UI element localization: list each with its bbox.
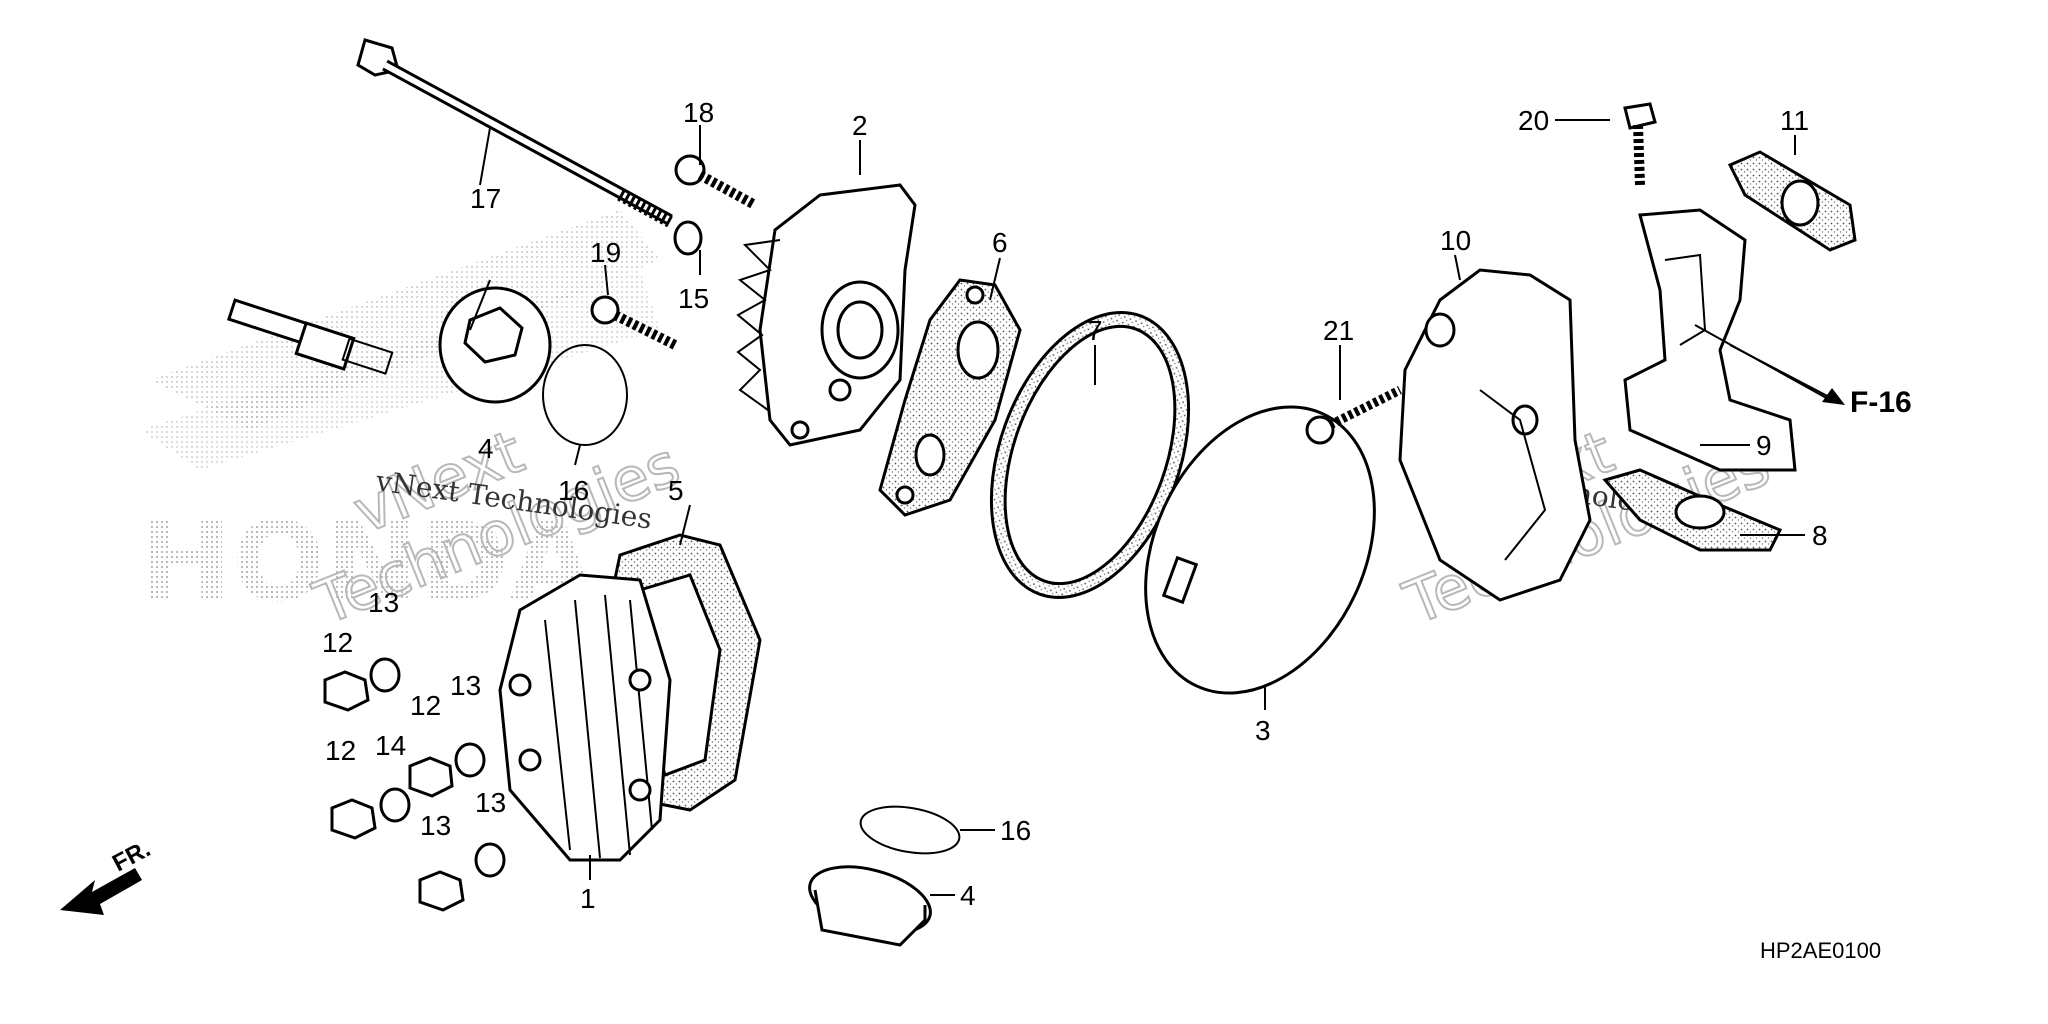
- diagram-code: HP2AE0100: [1760, 938, 1881, 963]
- callout-1[interactable]: 1: [580, 883, 596, 914]
- callout-17[interactable]: 17: [470, 183, 501, 214]
- callout-11[interactable]: 11: [1780, 105, 1809, 136]
- reference-arrow: [1729, 344, 1845, 405]
- callout-4-lower[interactable]: 4: [960, 880, 976, 911]
- part-18-bolt-upper[interactable]: [674, 154, 758, 210]
- callout-13-b[interactable]: 13: [450, 670, 481, 701]
- front-direction-indicator: FR.: [60, 835, 155, 915]
- callout-6[interactable]: 6: [992, 227, 1008, 258]
- callout-5[interactable]: 5: [668, 475, 684, 506]
- callout-20[interactable]: 21: [1323, 315, 1354, 346]
- callout-12-b[interactable]: 12: [410, 690, 441, 721]
- part-1-finned-cover[interactable]: [498, 573, 672, 862]
- callout-18-lower[interactable]: 19: [590, 237, 621, 268]
- callout-7[interactable]: 7: [1087, 315, 1103, 346]
- callout-18-upper[interactable]: 18: [683, 97, 714, 128]
- part-16-o-ring-lower[interactable]: [857, 800, 963, 861]
- part-15-washer[interactable]: [673, 220, 703, 256]
- part-3-cover-disc[interactable]: [1101, 370, 1418, 731]
- callout-2[interactable]: 2: [852, 110, 868, 141]
- part-10-housing[interactable]: [1398, 268, 1592, 602]
- part-4-cap-upper[interactable]: [438, 286, 552, 404]
- part-11-gasket[interactable]: [1727, 150, 1857, 252]
- part-13-washer-b[interactable]: [454, 742, 486, 778]
- part-13-washer-a[interactable]: [369, 657, 401, 693]
- watermark-brand: HONDA: [140, 498, 594, 626]
- part-12-cap-nut-b[interactable]: [408, 756, 454, 798]
- reference-label[interactable]: F-16: [1850, 386, 1912, 419]
- callout-3[interactable]: 3: [1255, 715, 1271, 746]
- part-17-long-bolt[interactable]: [356, 38, 673, 228]
- part-12-cap-nut-a[interactable]: [323, 670, 370, 712]
- callout-19[interactable]: 20: [1518, 105, 1549, 136]
- callout-14[interactable]: 14: [375, 730, 406, 761]
- part-14-washer[interactable]: [379, 787, 411, 823]
- part-16-o-ring-upper[interactable]: [542, 344, 628, 446]
- callout-12-d[interactable]: 13: [420, 810, 451, 841]
- part-9-intake-manifold[interactable]: [1623, 208, 1797, 472]
- callout-15[interactable]: 15: [678, 283, 709, 314]
- callout-9[interactable]: 9: [1756, 430, 1772, 461]
- front-arrow-icon: [60, 868, 142, 915]
- part-20-bolt[interactable]: [1305, 385, 1403, 445]
- front-label: FR.: [108, 835, 155, 877]
- part-21-spark-plug[interactable]: [226, 298, 394, 375]
- callout-8[interactable]: 8: [1812, 520, 1828, 551]
- callout-12-c[interactable]: 12: [325, 735, 356, 766]
- callout-16-upper[interactable]: 16: [558, 475, 589, 506]
- part-7-seal-ring[interactable]: [955, 285, 1225, 625]
- callout-4-upper[interactable]: 4: [478, 433, 494, 464]
- callout-13-c[interactable]: 13: [475, 787, 506, 818]
- part-4-plug-lower[interactable]: [802, 855, 937, 947]
- part-2-finned-head[interactable]: [736, 183, 917, 447]
- watermark-wing-shape: [150, 210, 660, 430]
- part-18-bolt-lower[interactable]: [590, 295, 678, 350]
- callout-16-lower[interactable]: 16: [1000, 815, 1031, 846]
- part-8-gasket[interactable]: [1602, 468, 1783, 552]
- callouts: 17 18 19 15 2 6 7 10 21 20 11 9 8 3 4 16…: [322, 97, 1828, 914]
- part-6-gasket[interactable]: [878, 278, 1022, 517]
- part-12-cap-nut-c[interactable]: [330, 798, 377, 840]
- callout-12-a[interactable]: 12: [322, 627, 353, 658]
- callout-13-a[interactable]: 13: [368, 587, 399, 618]
- callout-10[interactable]: 10: [1440, 225, 1471, 256]
- part-12-cap-nut-d[interactable]: [418, 870, 465, 912]
- part-13-washer-c[interactable]: [474, 842, 506, 878]
- part-19-bolt[interactable]: [1623, 102, 1657, 186]
